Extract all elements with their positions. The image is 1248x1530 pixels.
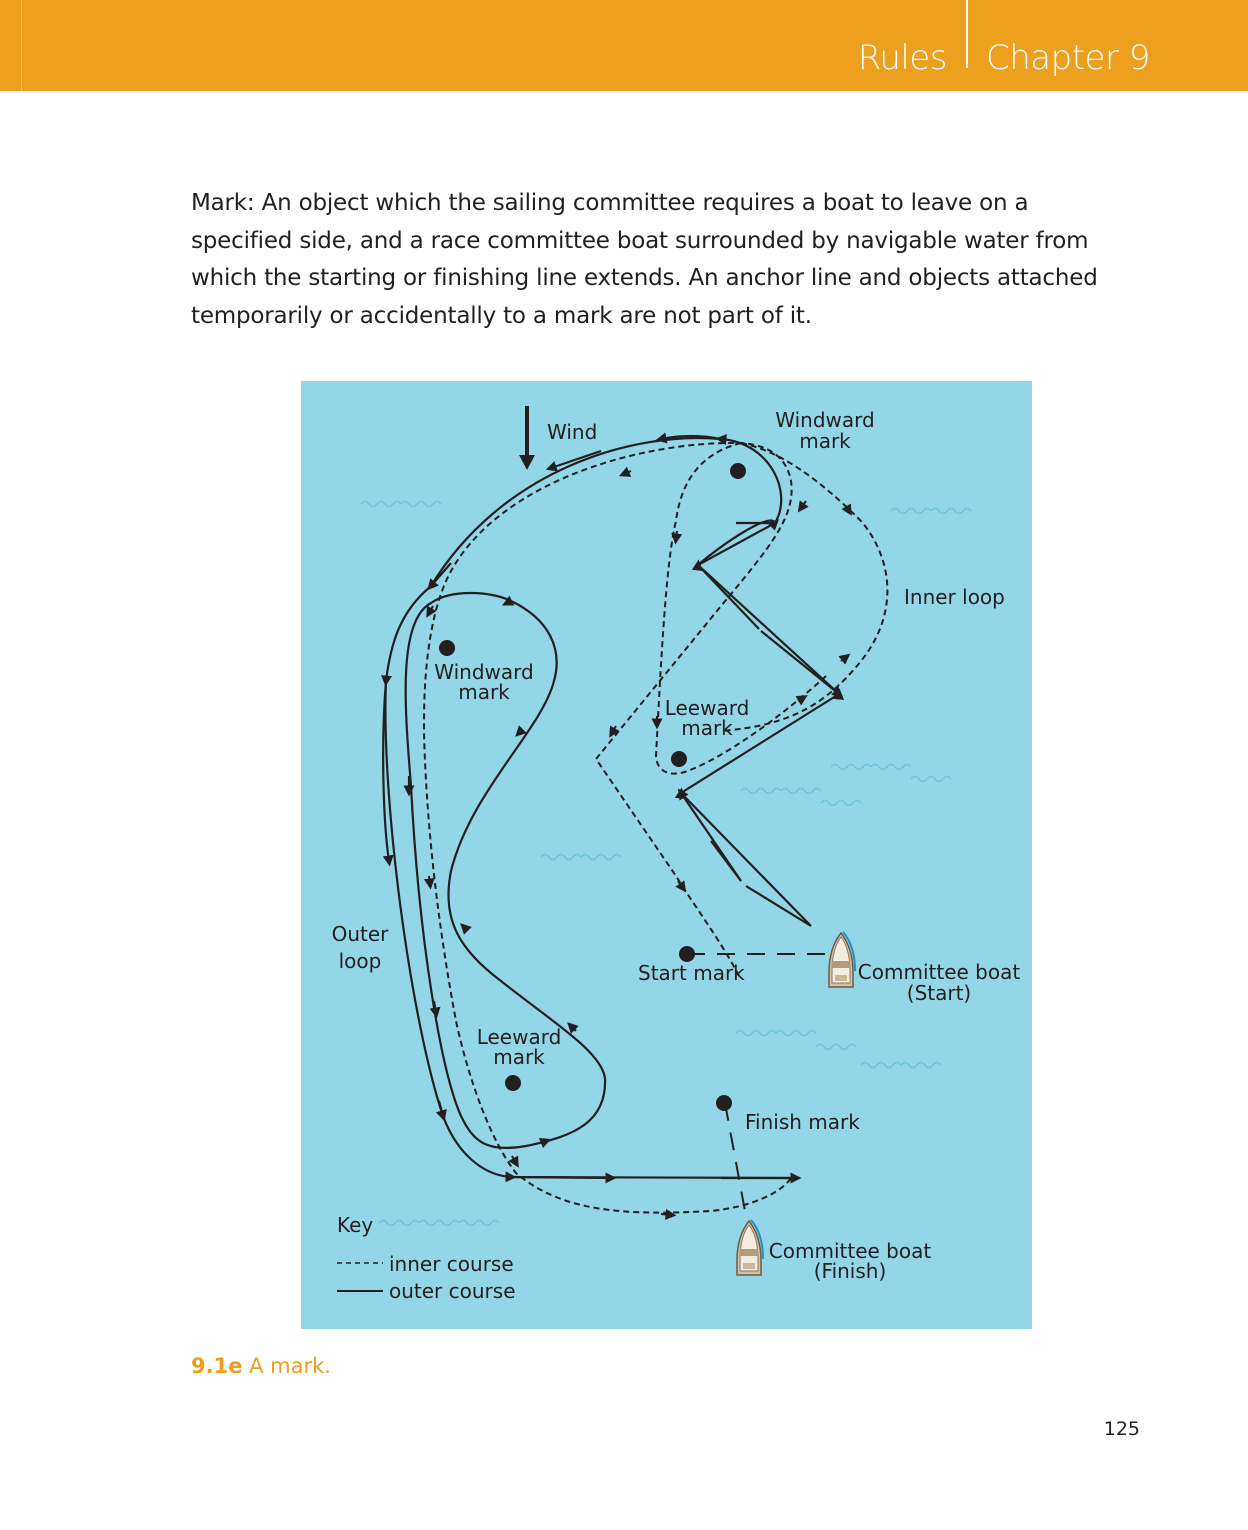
mark-buoy-icon [671, 751, 687, 767]
figure-caption: 9.1e A mark. [191, 1352, 331, 1380]
windward-mark-label: mark [799, 429, 851, 453]
outer-loop-label: Outer [332, 922, 390, 946]
inner-loop-label: Inner loop [904, 585, 1005, 609]
mark-buoy-icon [679, 946, 695, 962]
race-course-diagram: Wind Windward mark Inner loop Windward m… [301, 381, 1032, 1329]
page-number: 125 [1103, 1418, 1140, 1440]
start-mark-label: Start mark [638, 961, 745, 985]
figure-caption-text: A mark. [249, 1354, 331, 1378]
outer-course [380, 432, 844, 1184]
committee-boat-finish-label: Committee boat [769, 1239, 932, 1263]
windward-mark-label: Windward [434, 660, 533, 684]
header-left-rule [21, 0, 22, 91]
committee-boat-icon [736, 1219, 764, 1276]
leeward-mark-label: mark [493, 1045, 545, 1069]
mark-buoy-icon [716, 1095, 732, 1111]
chapter-header-bar [0, 0, 1248, 91]
key-outer-label: outer course [389, 1279, 516, 1303]
header-section-title: Rules [857, 38, 948, 78]
wind-arrow-icon [519, 406, 535, 470]
wind-label: Wind [547, 420, 597, 444]
outer-loop-label: loop [339, 949, 382, 973]
mark-buoy-icon [439, 640, 455, 656]
windward-mark-label: Windward [775, 408, 874, 432]
mark-buoy-icon [505, 1075, 521, 1091]
key-title: Key [337, 1213, 373, 1237]
committee-boat-start-label: (Start) [907, 981, 971, 1005]
race-course-svg: Wind Windward mark Inner loop Windward m… [332, 406, 1021, 1303]
figure-number: 9.1e [191, 1354, 243, 1378]
finish-line [724, 1102, 746, 1212]
committee-boat-start-label: Committee boat [858, 960, 1021, 984]
inner-course [423, 441, 889, 1220]
leeward-mark-label: Leeward [477, 1025, 562, 1049]
header-chapter-title: Chapter 9 [986, 38, 1150, 78]
leeward-mark-label: mark [681, 716, 733, 740]
committee-boat-finish-label: (Finish) [814, 1259, 887, 1283]
key-inner-label: inner course [389, 1252, 514, 1276]
leeward-mark-label: Leeward [665, 696, 750, 720]
finish-mark-label: Finish mark [745, 1110, 860, 1134]
committee-boat-icon [828, 931, 856, 988]
header-divider [966, 0, 968, 68]
mark-buoy-icon [730, 463, 746, 479]
definition-paragraph: Mark: An object which the sailing commit… [191, 190, 1098, 329]
windward-mark-label: mark [458, 680, 510, 704]
